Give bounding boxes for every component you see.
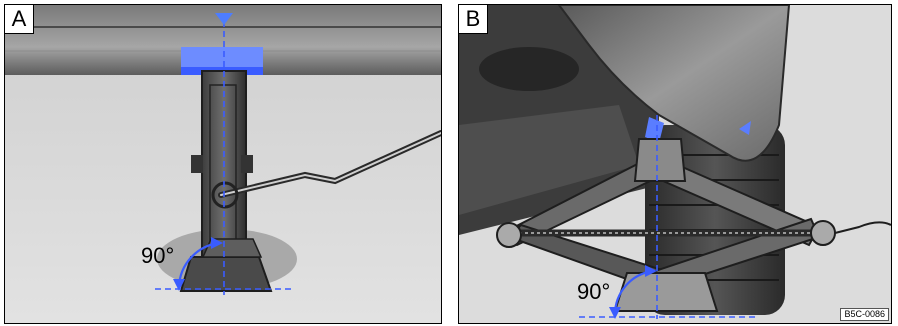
scissor-jack: [496, 138, 891, 312]
panel-b-illustration: [459, 5, 891, 323]
angle-label-b: 90°: [577, 279, 611, 304]
angle-label-a: 90°: [141, 243, 175, 268]
jacking-point-marker: [645, 117, 664, 143]
jacking-point-marker-2: [739, 121, 751, 135]
panel-a: A 90°: [4, 4, 442, 324]
panel-b: B 90° B5C-0086: [458, 4, 892, 324]
panel-a-illustration: [5, 5, 441, 323]
alignment-marker-icon: [215, 13, 233, 25]
panel-a-label: A: [5, 5, 34, 34]
panel-b-label: B: [459, 5, 488, 34]
reference-code: B5C-0086: [840, 308, 889, 321]
car-body: [557, 5, 791, 162]
jack-base: [179, 256, 273, 292]
